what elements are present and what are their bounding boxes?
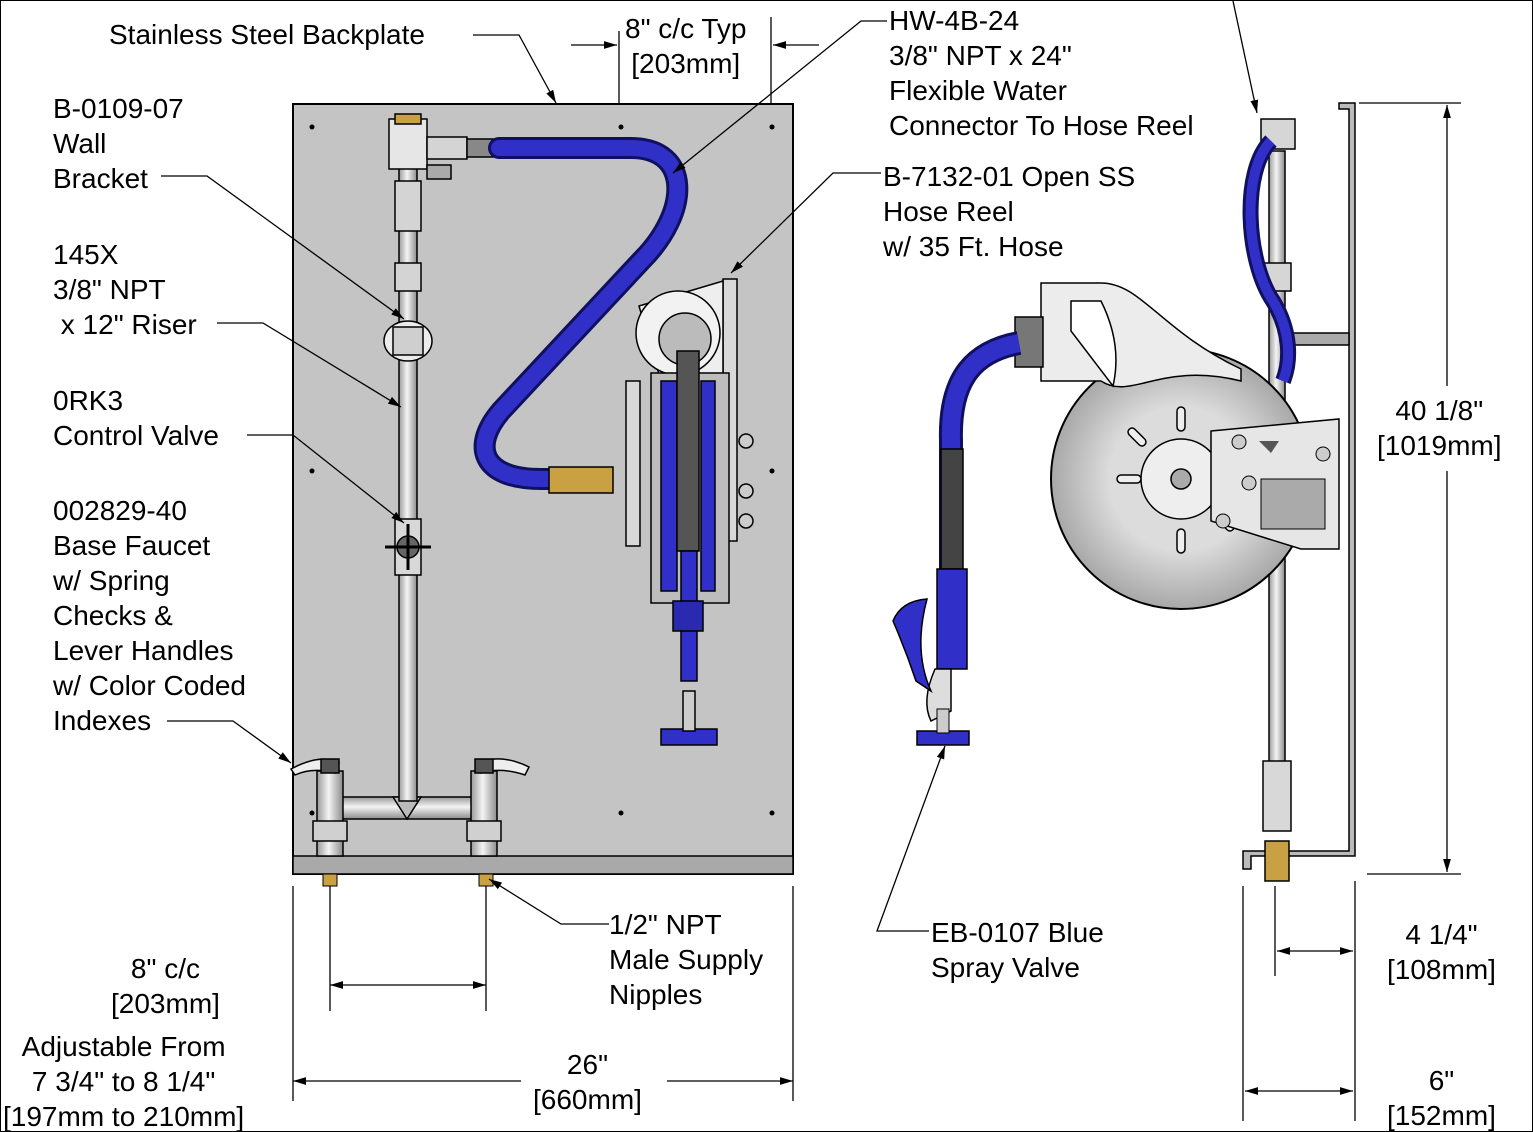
label-flexible-connector: HW-4B-24 3/8" NPT x 24" Flexible Water C… <box>889 5 1194 141</box>
base-faucet <box>289 758 531 857</box>
label-depth-4-1-4: 4 1/4" [108mm] <box>1387 919 1496 985</box>
side-valve <box>1262 760 1292 832</box>
label-backplate: Stainless Steel Backplate <box>109 19 425 50</box>
mounting-holes <box>309 124 775 816</box>
side-swivel <box>1014 316 1044 368</box>
leader-lines <box>161 1 1259 932</box>
wall-bracket <box>383 320 433 362</box>
side-reel-arm <box>1040 282 1242 388</box>
hose-reel-front <box>625 278 754 746</box>
label-spray-valve: EB-0107 Blue Spray Valve <box>931 917 1104 983</box>
label-supply-nipples: 1/2" NPT Male Supply Nipples <box>609 909 764 1010</box>
riser-pipe <box>398 150 418 802</box>
backplate-profile <box>1242 102 1356 870</box>
label-wall-bracket: B-0109-07 Wall Bracket <box>53 93 184 194</box>
brass-fitting <box>548 466 614 494</box>
label-height: 40 1/8" [1019mm] <box>1377 395 1502 461</box>
side-view <box>892 102 1356 882</box>
dimension-lines <box>292 17 1461 1121</box>
label-depth-6: 6" [152mm] <box>1387 1065 1496 1131</box>
label-control-valve: 0RK3 Control Valve <box>53 385 220 451</box>
label-bottom-spacing: 8" c/c [203mm] <box>111 953 220 1019</box>
label-width: 26" [660mm] <box>533 1049 642 1115</box>
backplate-bottom-flange <box>292 855 794 875</box>
label-hose-reel: B-7132-01 Open SS Hose Reel w/ 35 Ft. Ho… <box>883 161 1136 262</box>
label-base-faucet: 002829-40 Base Faucet w/ Spring Checks &… <box>53 495 246 736</box>
supply-nipple-left <box>322 873 338 887</box>
label-top-spacing: 8" c/c Typ [203mm] <box>625 13 747 79</box>
control-valve <box>385 518 431 576</box>
front-view <box>289 103 794 887</box>
label-adjustable: Adjustable From 7 3/4" to 8 1/4" [197mm … <box>3 1031 245 1132</box>
label-riser: 145X 3/8" NPT x 12" Riser <box>53 239 197 340</box>
